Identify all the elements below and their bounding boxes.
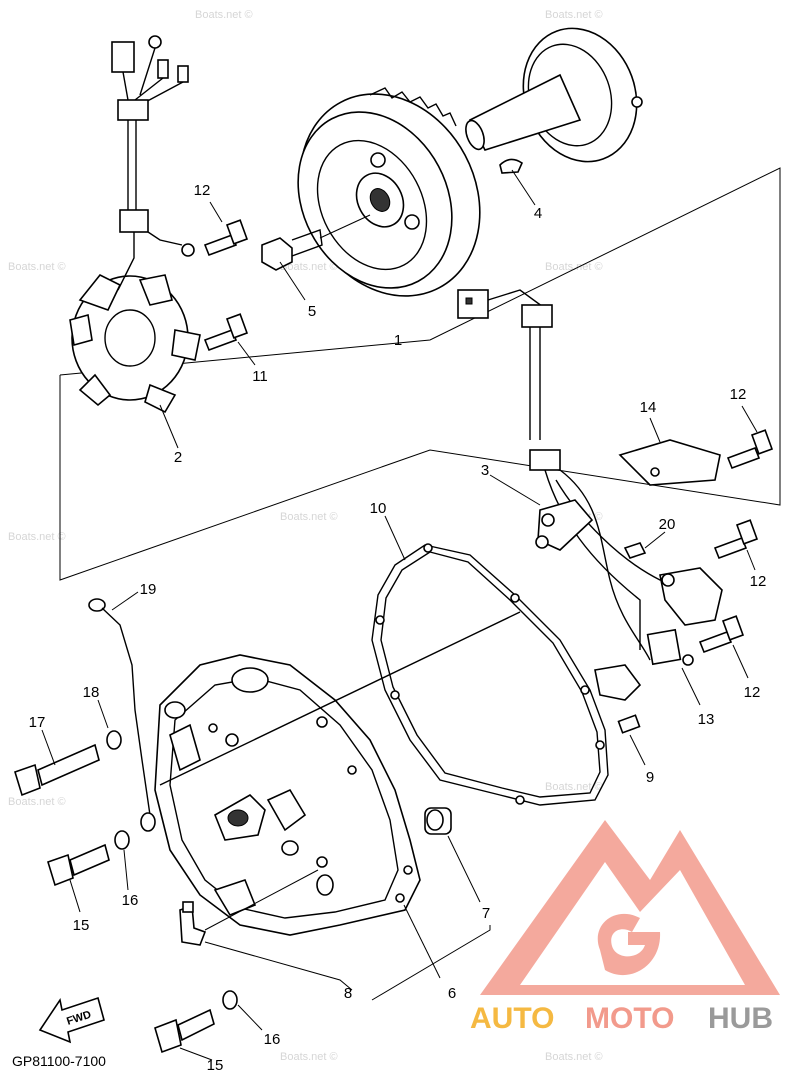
leader-20 (644, 531, 666, 549)
part-label-19: 19 (140, 581, 157, 598)
bolt-15a (47, 843, 110, 913)
part-label-16b: 16 (264, 1031, 281, 1048)
part-label-16a: 16 (122, 892, 139, 909)
watermark-text: Boats.net © (8, 531, 66, 543)
part-label-20: 20 (659, 516, 676, 533)
bolt-17 (14, 729, 100, 797)
leader-4 (511, 169, 536, 206)
watermark-text: Boats.net © (545, 781, 603, 793)
bolt-15b (154, 1008, 215, 1061)
connector-right (594, 567, 723, 701)
watermark-text: Boats.net © (280, 1051, 338, 1063)
part-label-17: 17 (29, 714, 46, 731)
screw-12a (203, 201, 249, 257)
neutral-switch-lead (646, 628, 701, 706)
watermark-text: Boats.net © (280, 511, 338, 523)
part-label-9: 9 (646, 769, 654, 786)
collar-sleeve (424, 807, 481, 903)
part-label-4: 4 (534, 205, 542, 222)
part-label-12a: 12 (194, 182, 211, 199)
logo-text-auto: AUTO (470, 1002, 554, 1035)
dowel-pin (617, 714, 646, 766)
wire-bracket (618, 417, 721, 486)
part-label-12c: 12 (750, 573, 767, 590)
part-label-12b: 12 (730, 386, 747, 403)
logo-text-moto: MOTO (585, 1002, 674, 1035)
automotohub-logo: AUTO MOTO HUB (470, 820, 780, 1035)
washer-18 (97, 699, 122, 750)
part-label-7: 7 (482, 905, 490, 922)
watermark-text: Boats.net © (545, 9, 603, 21)
drawing-code: GP81100-7100 (12, 1053, 106, 1069)
part-label-3: 3 (481, 462, 489, 479)
bleed-pipe (179, 869, 491, 1001)
part-label-8: 8 (344, 985, 352, 1002)
pickup-coil-harness (457, 289, 701, 661)
part-label-1: 1 (394, 332, 402, 349)
watermark-text: Boats.net © (8, 796, 66, 808)
part-label-18: 18 (83, 684, 100, 701)
logo-g-mark (597, 913, 661, 976)
washer-16b (222, 990, 263, 1031)
part-label-10: 10 (370, 500, 387, 517)
screw-12b (726, 405, 774, 470)
crankshaft-hub (465, 27, 643, 163)
pickup-coil (489, 474, 594, 551)
part-label-2: 2 (174, 449, 182, 466)
watermark-text: Boats.net © (545, 261, 603, 273)
watermark-text: Boats.net © (545, 1051, 603, 1063)
part-label-11: 11 (252, 368, 268, 385)
washer-16a (114, 812, 156, 891)
screw-12c (713, 519, 759, 571)
flywheel-rotor (297, 87, 481, 297)
woodruff-key (499, 158, 524, 174)
stator-wire-harness (111, 35, 195, 291)
part-label-14: 14 (640, 399, 657, 416)
stator-coil (69, 273, 201, 449)
forward-direction-arrow: FWD (38, 996, 105, 1044)
watermark-text: Boats.net © (8, 261, 66, 273)
breather-hose (88, 591, 151, 816)
part-label-12d: 12 (744, 684, 761, 701)
part-label-15b: 15 (207, 1057, 224, 1074)
wire-clamp (623, 542, 647, 559)
screw-12d (698, 615, 749, 679)
screw-11 (203, 313, 256, 366)
part-label-15a: 15 (73, 917, 90, 934)
part-label-6: 6 (448, 985, 456, 1002)
logo-text-hub: HUB (708, 1002, 773, 1035)
watermark-text: Boats.net © (280, 261, 338, 273)
crankcase-gasket (371, 515, 609, 806)
rotor-nut (261, 214, 371, 301)
assembly-frame (59, 167, 781, 581)
crankcase-cover (154, 611, 521, 936)
part-number-labels: 1 2 3 4 5 6 7 8 9 10 11 12 12 12 12 13 1… (29, 182, 767, 1074)
part-label-5: 5 (308, 303, 316, 320)
watermark-text: Boats.net © (195, 9, 253, 21)
part-label-13: 13 (698, 711, 715, 728)
